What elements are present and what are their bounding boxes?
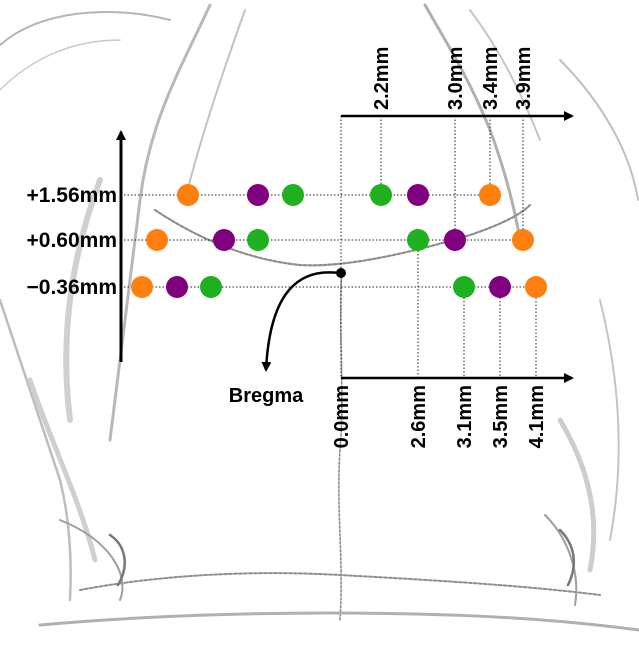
ml-bottom-labels: 0.0mm 2.6mm 3.1mm 3.5mm 4.1mm — [331, 385, 548, 448]
dot-orange-row1-right-3 — [479, 184, 501, 206]
ap-label-2: +0.60mm — [27, 229, 117, 252]
bregma-point — [336, 268, 346, 278]
bregma-marker: Bregma — [229, 268, 346, 407]
dot-green-row1-right-1 — [370, 184, 392, 206]
ml-top-label-3.4: 3.4mm — [480, 47, 502, 110]
ml-bottom-label-0.0: 0.0mm — [331, 385, 353, 448]
bregma-pointer-arrow — [261, 271, 340, 372]
skull-sketch — [0, 3, 639, 632]
bregma-label: Bregma — [229, 385, 304, 407]
dot-green-row2-right-1 — [407, 229, 429, 251]
dot-orange-row1-left-1 — [177, 184, 199, 206]
ml-bottom-label-4.1: 4.1mm — [526, 385, 548, 448]
dot-purple-row2-right-2 — [444, 229, 466, 251]
injection-dots — [131, 184, 547, 298]
ml-top-label-3.9: 3.9mm — [513, 47, 535, 110]
dot-purple-row2-left-2 — [213, 229, 235, 251]
ap-label-3: −0.36mm — [27, 276, 117, 299]
dot-orange-row2-left-1 — [146, 229, 168, 251]
dot-green-row3-left-3 — [200, 276, 222, 298]
ml-top-label-3.0: 3.0mm — [445, 47, 467, 110]
ml-bottom-label-3.1: 3.1mm — [454, 385, 476, 448]
ml-top-labels: 2.2mm 3.0mm 3.4mm 3.9mm — [371, 47, 535, 110]
dot-orange-row3-left-1 — [131, 276, 153, 298]
axes — [116, 111, 574, 383]
dot-green-row3-right-1 — [453, 276, 475, 298]
dot-green-row1-left-3 — [282, 184, 304, 206]
ml-bottom-label-2.6: 2.6mm — [408, 385, 430, 448]
ml-top-label-2.2: 2.2mm — [371, 47, 393, 110]
dot-purple-row3-right-2 — [489, 276, 511, 298]
dot-orange-row3-right-3 — [525, 276, 547, 298]
ap-label-1: +1.56mm — [27, 184, 117, 207]
dot-green-row2-left-3 — [247, 229, 269, 251]
ml-bottom-label-3.5: 3.5mm — [490, 385, 512, 448]
dot-purple-row1-right-2 — [407, 184, 429, 206]
ap-labels: +1.56mm +0.60mm −0.36mm — [27, 184, 117, 299]
dot-purple-row1-left-2 — [247, 184, 269, 206]
dot-orange-row2-right-3 — [512, 229, 534, 251]
column-guides — [380, 116, 537, 378]
dot-purple-row3-left-2 — [166, 276, 188, 298]
